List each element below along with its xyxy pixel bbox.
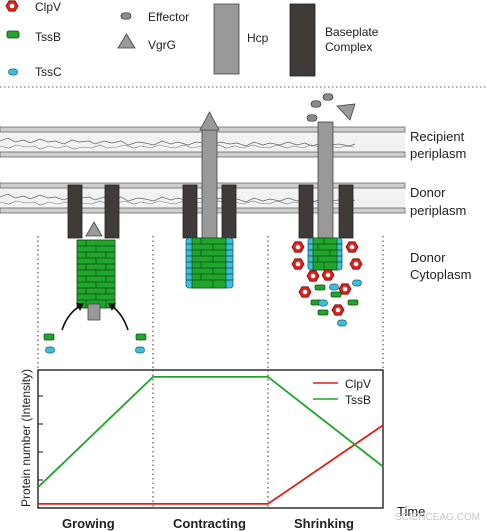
hcp-tube-contracting xyxy=(201,129,218,239)
clpv-legend-label: ClpV xyxy=(35,0,62,14)
hcp-legend-icon xyxy=(213,3,240,75)
series-line-tssb xyxy=(37,375,384,488)
tssb-subunit xyxy=(43,333,55,341)
baseplate-legend-label-1: Baseplate xyxy=(325,25,379,39)
stage-label-contracting: Contracting xyxy=(173,516,246,531)
baseplate-left xyxy=(67,184,83,239)
chart xyxy=(37,369,384,509)
legend-tssb-label: TssB xyxy=(345,393,372,407)
tssc-legend-label: TssC xyxy=(35,65,62,79)
hcp-legend-label: Hcp xyxy=(247,31,269,45)
chart-series xyxy=(37,375,384,505)
effector-released xyxy=(306,114,318,122)
effector-released xyxy=(322,93,334,101)
vgrg-legend-label: VgrG xyxy=(148,38,177,52)
chart-legend xyxy=(313,382,338,400)
plot-frame xyxy=(37,369,384,509)
tssb-legend-label: TssB xyxy=(35,30,62,44)
chart-x-axis-label: Time xyxy=(397,504,426,519)
baseplate-right xyxy=(221,184,237,239)
chart-y-axis-label: Protein number (Intensity) xyxy=(19,368,33,508)
tssc-subunit xyxy=(135,346,145,354)
vgrg-released xyxy=(336,103,356,121)
stage-label-shrinking: Shrinking xyxy=(294,516,354,531)
tssc-legend-icon xyxy=(8,68,18,76)
donor-periplasm-label-1: Donor xyxy=(410,185,446,200)
hcp-tube-growing xyxy=(87,303,101,321)
clpv-legend-icon xyxy=(5,0,19,12)
vgrg-legend-icon xyxy=(117,33,136,49)
series-line-clpv xyxy=(38,424,384,505)
tssb-sheath-shrinking xyxy=(307,237,343,271)
baseplate-left xyxy=(298,184,314,239)
vgrg-spike-contracting xyxy=(199,111,220,131)
hcp-tube-shrinking xyxy=(317,121,334,239)
baseplate-legend-label-2: Complex xyxy=(325,40,373,54)
baseplate-right xyxy=(338,184,354,239)
recipient-periplasm-label-2: periplasm xyxy=(410,146,467,161)
tssb-legend-icon xyxy=(6,30,20,39)
growing-stage-illustration xyxy=(43,184,147,354)
baseplate-left xyxy=(182,184,198,239)
tssb-subunit xyxy=(135,333,147,341)
shrinking-stage-illustration xyxy=(291,93,363,327)
donor-cytoplasm-label-1: Donor xyxy=(410,250,446,265)
legend xyxy=(5,0,316,77)
stage-label-growing: Growing xyxy=(62,516,115,531)
effector-released xyxy=(310,100,322,108)
baseplate-right xyxy=(104,184,120,239)
tssb-sheath-contracted xyxy=(185,237,234,289)
tssb-sheath-growing xyxy=(76,239,116,309)
tssc-subunit xyxy=(45,346,55,354)
disassembled-subunits xyxy=(310,279,362,327)
watermark: SCIENCEAG.COM xyxy=(394,512,480,523)
recipient-periplasm-label-1: Recipient xyxy=(410,129,465,144)
released-effectors xyxy=(306,93,356,122)
vgrg-spike-growing xyxy=(85,221,103,237)
effector-legend-icon xyxy=(120,12,132,20)
legend-clpv-label: ClpV xyxy=(345,377,372,391)
donor-periplasm-label-2: periplasm xyxy=(410,203,467,218)
contracting-stage-illustration xyxy=(182,111,237,289)
donor-cytoplasm-label-2: Cytoplasm xyxy=(410,267,472,282)
baseplate-legend-icon xyxy=(289,3,316,77)
y-axis-ticks xyxy=(38,395,43,509)
effector-legend-label: Effector xyxy=(148,10,190,24)
